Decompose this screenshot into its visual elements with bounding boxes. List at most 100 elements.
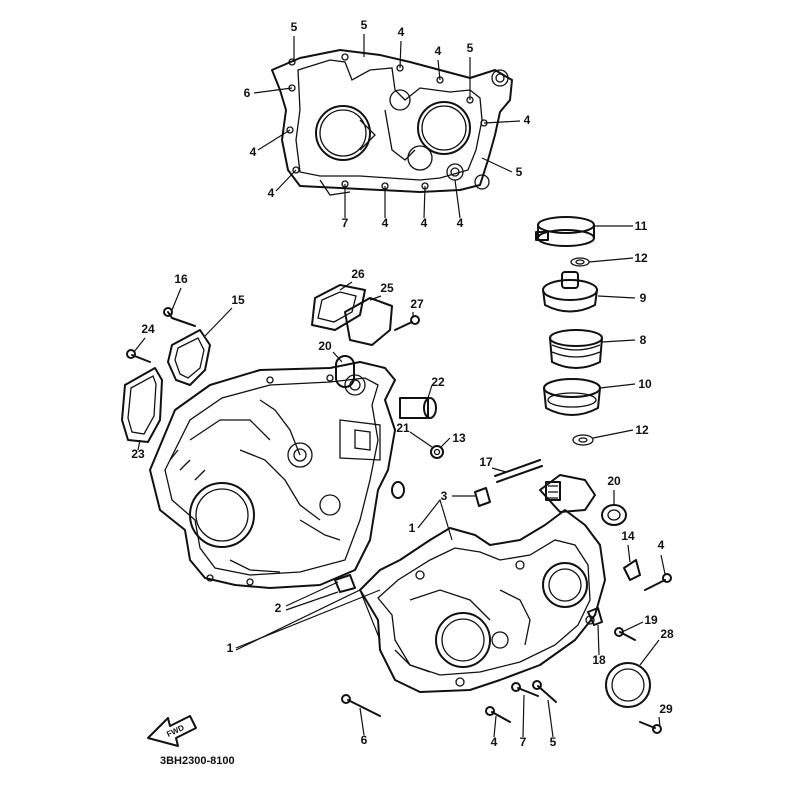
callout-c13: 13 [452, 431, 466, 445]
callout-c20a: 20 [318, 339, 332, 353]
leader-line-c19 [621, 621, 644, 633]
leader-line-top-4d [257, 129, 291, 151]
leader-line-c9 [597, 295, 636, 299]
leader-line-top-4e [275, 169, 297, 192]
leader-line-c2 [285, 581, 339, 607]
forward-label: FWD [165, 723, 186, 739]
callout-top-4d: 4 [250, 145, 257, 159]
diagram-code: 3BH2300-8100 [160, 755, 235, 767]
callout-c16: 16 [174, 272, 188, 286]
callout-c12a: 12 [634, 251, 648, 265]
callout-c1a: 1 [409, 521, 416, 535]
leader-line-c29 [658, 716, 661, 728]
callout-top-4a: 4 [398, 25, 405, 39]
leader-line-top-5d [481, 157, 513, 173]
callout-top-7: 7 [342, 216, 349, 230]
callout-c2: 2 [275, 601, 282, 615]
callout-c15: 15 [231, 293, 245, 307]
filter-stack [535, 216, 603, 446]
callout-top-5a: 5 [291, 20, 298, 34]
callout-top-4f: 4 [382, 216, 389, 230]
callout-c5: 5 [550, 735, 557, 749]
leader-line-top-4g [423, 185, 426, 219]
callout-c24: 24 [141, 322, 155, 336]
leader-line-c1b [235, 589, 381, 651]
callout-c11: 11 [635, 219, 648, 233]
leader-line-c5 [547, 699, 554, 738]
cylinder-bore-left [315, 105, 371, 161]
callout-top-5d: 5 [516, 165, 523, 179]
cylinder-bore-right [417, 101, 471, 155]
callout-c23: 23 [131, 447, 145, 461]
leader-line-c20a [332, 351, 343, 363]
leader-line-c21 [409, 431, 433, 448]
leader-line-top-6 [253, 87, 293, 94]
forward-direction-arrow: FWD [147, 715, 197, 747]
leader-line-top-4h [454, 179, 461, 219]
crankcase-top-view [271, 49, 513, 196]
callout-c10: 10 [638, 377, 652, 391]
callout-c18: 18 [592, 653, 606, 667]
leader-line-c12b [592, 429, 634, 439]
leader-line-c14 [627, 544, 631, 563]
callout-c4a: 4 [658, 538, 665, 552]
leader-line-c1a [417, 498, 453, 541]
leader-line-top-4b [437, 59, 441, 81]
callout-c20b: 20 [607, 474, 621, 488]
leader-line-c7 [522, 694, 525, 738]
leader-line-c12a [588, 257, 634, 263]
leader-line-top-4c [483, 120, 521, 124]
callout-top-4h: 4 [457, 216, 464, 230]
callout-c19: 19 [644, 613, 658, 627]
leader-line-c16 [171, 287, 182, 311]
callout-c7: 7 [520, 735, 527, 749]
left-crank-bearing-bore [189, 482, 255, 548]
callout-top-4e: 4 [268, 186, 275, 200]
callout-c22: 22 [431, 375, 445, 389]
leader-line-c25 [369, 295, 382, 301]
callout-c3: 3 [441, 489, 448, 503]
callout-c6: 6 [361, 733, 368, 747]
callout-c4b: 4 [491, 735, 498, 749]
callout-top-4g: 4 [421, 216, 428, 230]
callout-c21: 21 [396, 421, 410, 435]
leader-line-c18 [597, 624, 600, 656]
small-parts [121, 284, 672, 734]
left-crankcase-half [149, 361, 396, 589]
callout-c12b: 12 [635, 423, 649, 437]
callout-c17: 17 [479, 455, 493, 469]
leader-line-c8 [601, 339, 636, 343]
callout-top-5c: 5 [467, 41, 474, 55]
callout-top-4b: 4 [435, 44, 442, 58]
leader-line-c10 [599, 383, 636, 389]
callout-c29: 29 [659, 702, 673, 716]
right-crank-bearing-bore [435, 612, 491, 668]
leader-line-c15 [204, 307, 233, 337]
callout-c8: 8 [640, 333, 647, 347]
callout-top-6: 6 [244, 86, 251, 100]
callout-c9: 9 [640, 291, 647, 305]
callout-c25: 25 [380, 281, 394, 295]
leader-line-c22 [427, 384, 433, 399]
callout-top-5b: 5 [361, 18, 368, 32]
callout-c14: 14 [621, 529, 635, 543]
leader-line-top-4a [399, 40, 402, 69]
leader-line-c4b [493, 715, 497, 738]
callout-c27: 27 [410, 297, 424, 311]
callout-c28: 28 [660, 627, 674, 641]
right-crankcase-half [359, 474, 606, 693]
leader-line-c24 [133, 337, 146, 353]
leader-line-c2 [285, 591, 339, 611]
callout-c26: 26 [351, 267, 365, 281]
leader-line-c4a [660, 554, 666, 575]
leader-lines [133, 34, 666, 738]
leader-line-c26 [339, 281, 353, 291]
leader-line-c28 [639, 639, 660, 666]
callout-top-4c: 4 [524, 113, 531, 127]
leader-line-c17 [491, 467, 507, 473]
leader-line-c13 [439, 437, 451, 449]
leader-line-c6 [359, 707, 365, 736]
